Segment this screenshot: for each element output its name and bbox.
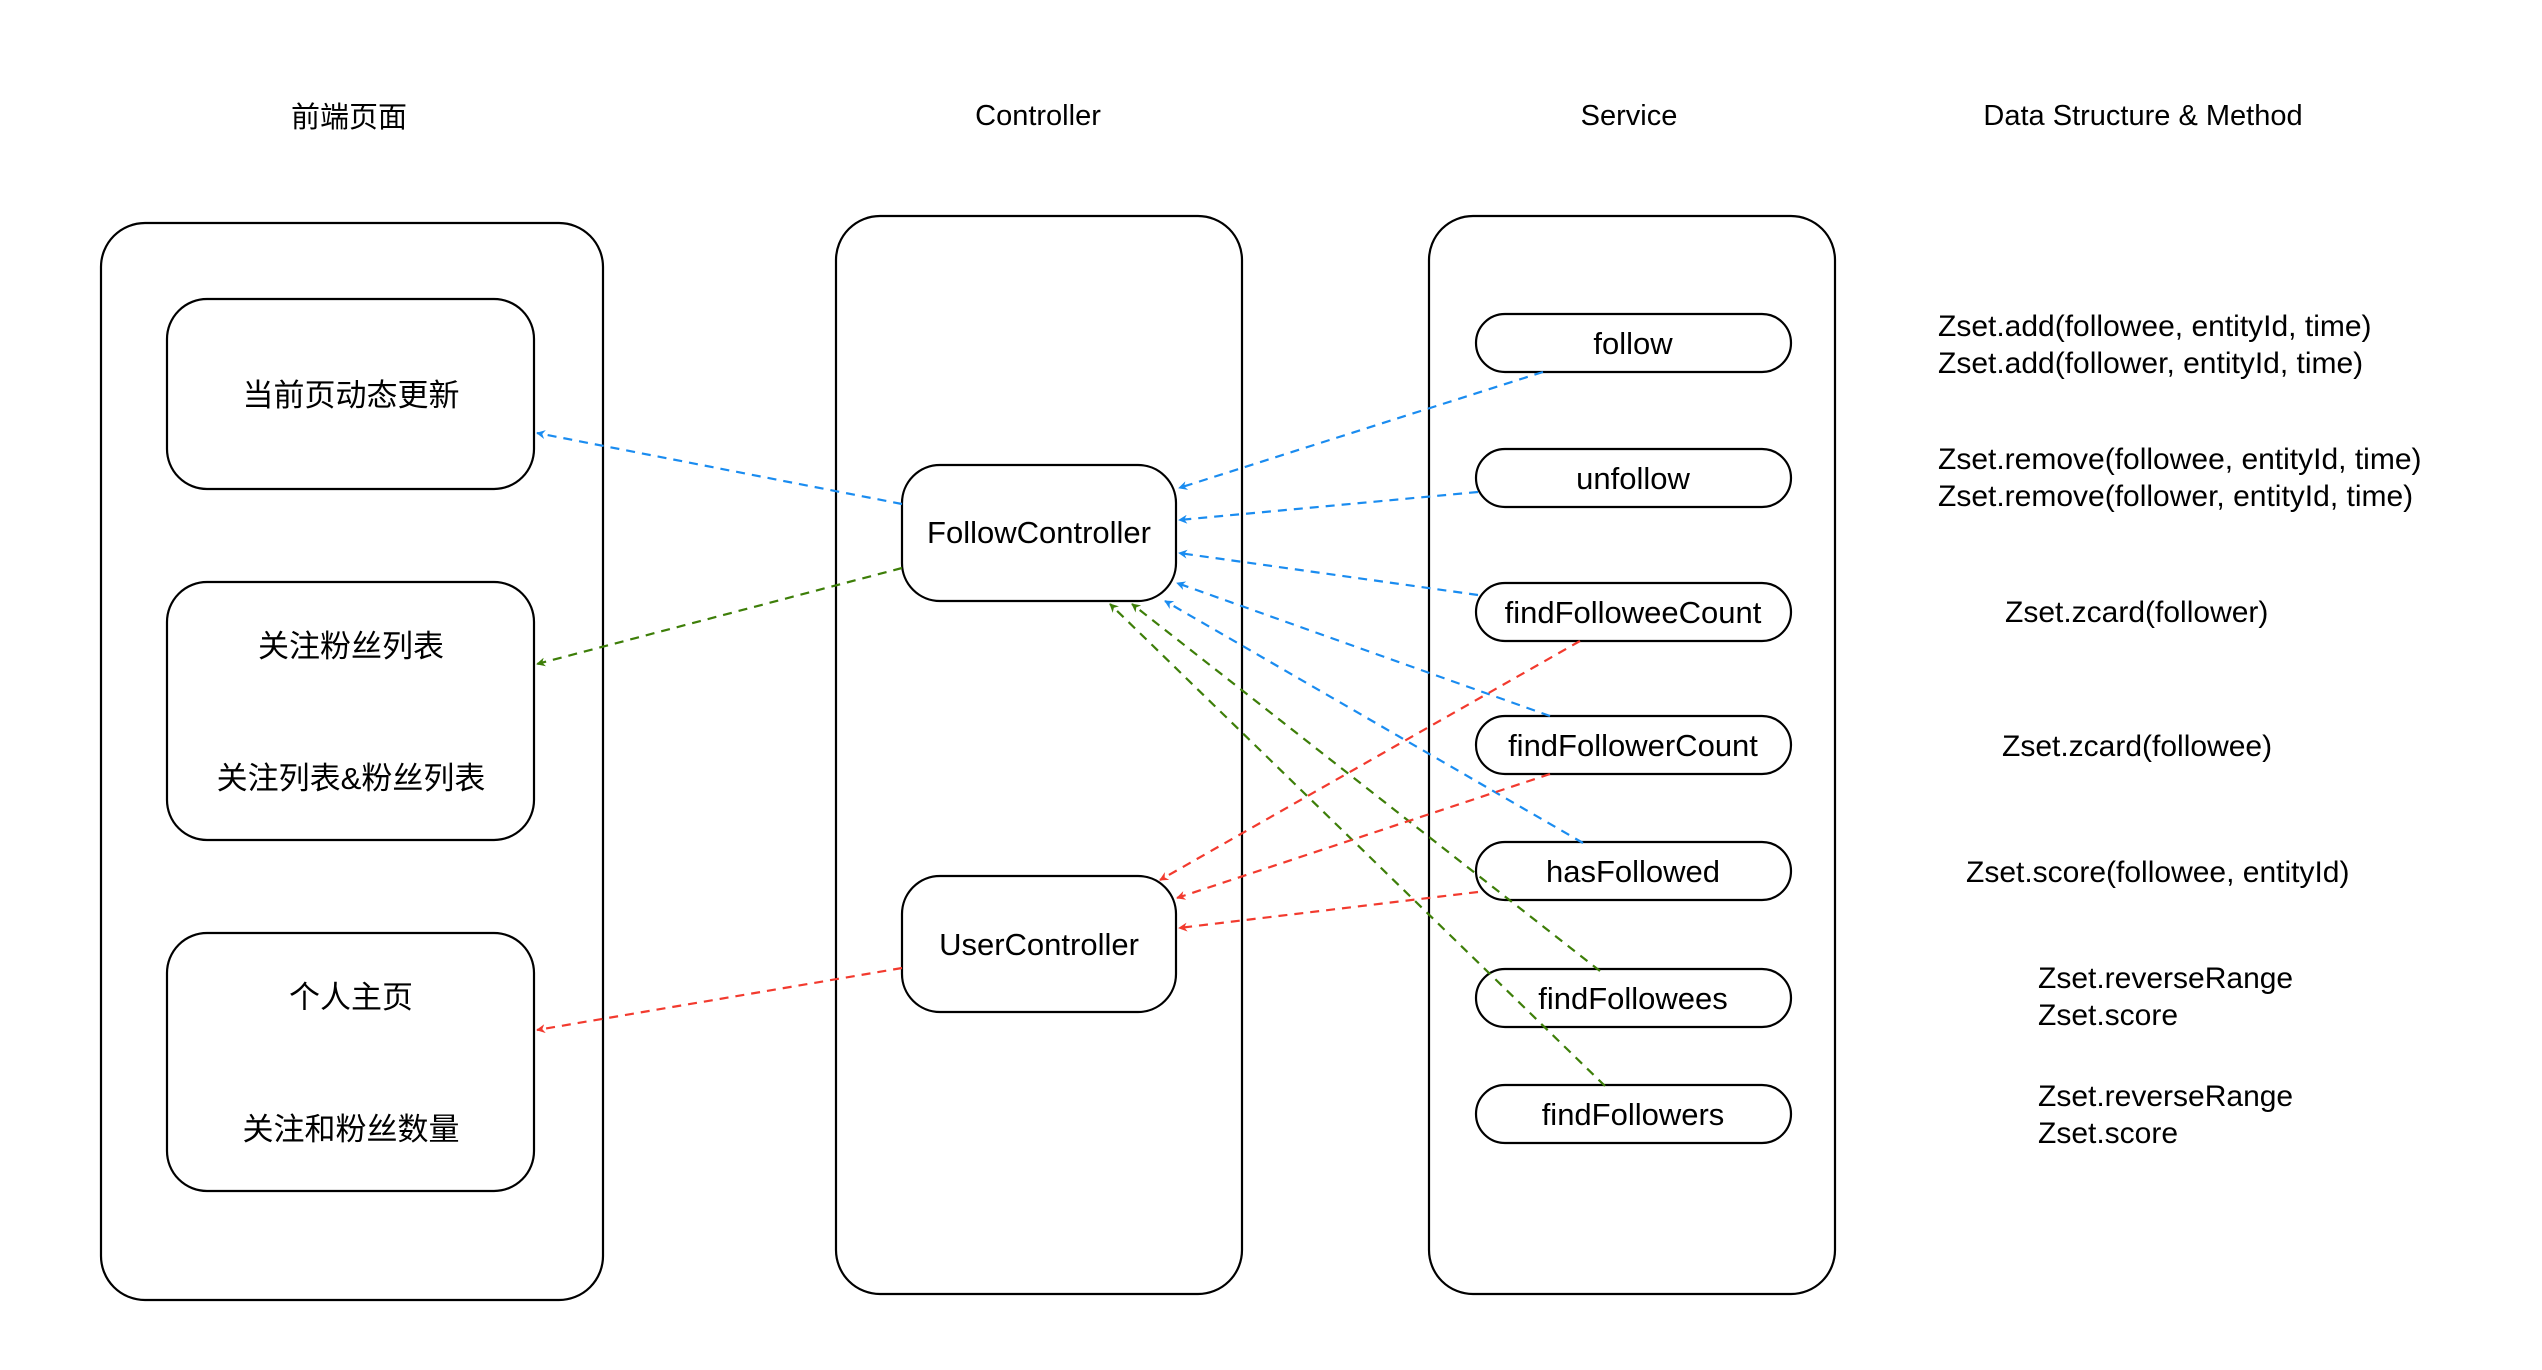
method-find-followee-count: Zset.zcard(follower): [2005, 596, 2268, 629]
frontend-box-feed-update: [165, 297, 536, 491]
arrow-follow-controller-to-follow-list: [536, 566, 903, 667]
frontend-box-feed-update-label: 当前页动态更新: [243, 378, 460, 413]
service-pill-has-followed: [1474, 840, 1793, 902]
column-title-service: Service: [1581, 100, 1678, 132]
follow-controller-label: FollowController: [927, 515, 1151, 550]
frontend-box-follow-list: [165, 580, 536, 842]
column-title-frontend: 前端页面: [291, 101, 407, 134]
frontend-column-frame: [99, 221, 605, 1302]
arrow-has-followed-to-follow-controller: [1164, 600, 1584, 844]
method-follow-line-2: Zset.add(follower, entityId, time): [1938, 347, 2363, 380]
arrow-find-followee-count-to-user-controller: [1159, 640, 1581, 881]
column-title-data-structure: Data Structure & Method: [1983, 100, 2302, 132]
frontend-box-follow-list-title: 关注粉丝列表: [258, 629, 444, 664]
method-follow-line-1: Zset.add(followee, entityId, time): [1938, 310, 2372, 343]
service-pill-find-follower-count: [1474, 714, 1793, 776]
service-label-follow: follow: [1593, 326, 1673, 361]
frontend-box-follow-list-detail: 关注列表&粉丝列表: [217, 761, 486, 796]
service-label-find-follower-count: findFollowerCount: [1508, 728, 1758, 763]
method-find-followers-line-1: Zset.reverseRange: [2038, 1080, 2293, 1113]
service-label-find-followee-count: findFolloweeCount: [1505, 595, 1762, 630]
arrow-find-followers-to-follow-controller: [1109, 603, 1606, 1087]
service-pill-unfollow: [1474, 447, 1793, 509]
method-find-follower-count: Zset.zcard(followee): [2002, 730, 2272, 763]
frontend-box-profile-detail: 关注和粉丝数量: [243, 1112, 460, 1147]
method-find-followees-line-1: Zset.reverseRange: [2038, 962, 2293, 995]
service-pill-find-followers: [1474, 1083, 1793, 1145]
frontend-box-profile: [165, 931, 536, 1193]
arrow-find-follower-count-to-user-controller: [1176, 772, 1551, 900]
service-label-unfollow: unfollow: [1576, 461, 1690, 496]
service-pill-find-followees: [1474, 967, 1793, 1029]
arrow-follow-controller-to-feed-update: [536, 430, 903, 506]
service-label-find-followers: findFollowers: [1542, 1097, 1725, 1132]
method-find-followers-line-2: Zset.score: [2038, 1117, 2178, 1150]
service-label-find-followees: findFollowees: [1538, 981, 1728, 1016]
follow-controller-node: [900, 463, 1178, 603]
method-unfollow-line-1: Zset.remove(followee, entityId, time): [1938, 443, 2422, 476]
service-pill-follow: [1474, 312, 1793, 374]
user-controller-node: [900, 874, 1178, 1014]
controller-column-frame: [834, 214, 1244, 1296]
service-pill-find-followee-count: [1474, 581, 1793, 643]
user-controller-label: UserController: [939, 927, 1139, 962]
arrow-find-followee-count-to-follow-controller: [1178, 549, 1479, 597]
method-unfollow-line-2: Zset.remove(follower, entityId, time): [1938, 480, 2413, 513]
arrow-unfollow-to-follow-controller: [1178, 490, 1479, 524]
frontend-box-profile-title: 个人主页: [289, 980, 413, 1015]
arrow-find-followees-to-follow-controller: [1131, 603, 1601, 972]
arrow-user-controller-to-profile: [536, 966, 903, 1034]
arrow-has-followed-to-user-controller: [1178, 890, 1479, 932]
method-find-followees-line-2: Zset.score: [2038, 999, 2178, 1032]
method-has-followed: Zset.score(followee, entityId): [1966, 856, 2349, 889]
column-title-controller: Controller: [975, 100, 1101, 132]
service-label-has-followed: hasFollowed: [1546, 854, 1720, 889]
arrow-find-follower-count-to-follow-controller: [1176, 581, 1551, 718]
